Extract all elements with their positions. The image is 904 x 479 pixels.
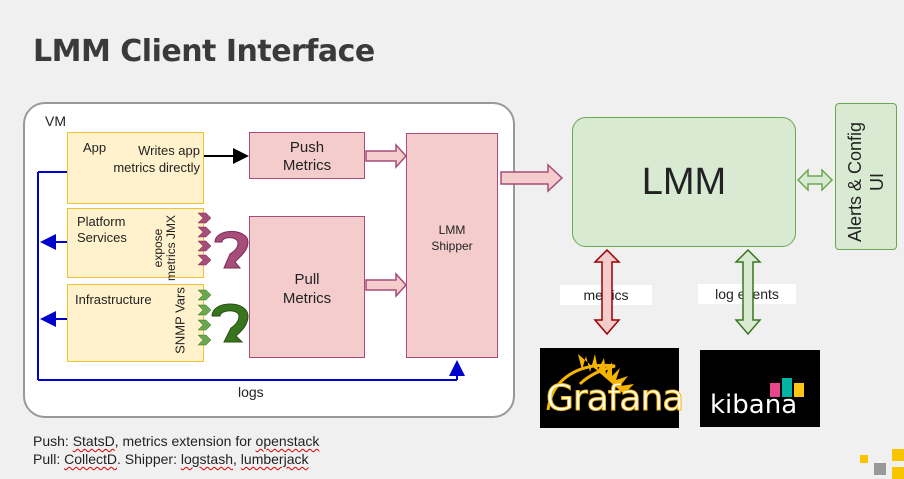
app-description: Writes app metrics directly	[113, 143, 200, 175]
alerts-config-box	[835, 103, 897, 250]
grafana-logo: Grafana	[540, 348, 685, 428]
logs-label: logs	[238, 384, 264, 400]
snmp-curved-arrow	[211, 303, 249, 343]
footer-logstash: logstash	[180, 451, 234, 467]
grafana-logo-text: Grafana	[545, 378, 684, 420]
kibana-logo-text: kibana	[710, 390, 798, 420]
lmm-alerts-arrow	[796, 168, 834, 192]
shipper-to-lmm-arrow	[500, 163, 564, 193]
pull-to-shipper-arrow	[365, 272, 408, 298]
infrastructure-box	[67, 284, 204, 362]
infrastructure-label: Infrastructure	[75, 292, 152, 307]
corner-decoration	[860, 449, 904, 479]
app-label: App	[83, 140, 107, 155]
vm-label: VM	[45, 113, 66, 129]
footer-statsd: StatsD	[72, 433, 115, 449]
push-metrics-box	[249, 132, 365, 179]
lmm-shipper-box	[406, 133, 498, 358]
footer-pull-middle: . Shipper:	[117, 451, 181, 467]
jmx-curved-arrow	[214, 231, 249, 269]
lmm-shipper-label: LMM Shipper	[431, 223, 473, 253]
footer-notes: Push: StatsD, metrics extension for open…	[33, 432, 319, 468]
footer-pull-line: Pull: CollectD. Shipper: logstash, lumbe…	[33, 450, 319, 468]
footer-push-middle: , metrics extension for	[114, 433, 256, 449]
footer-push-line: Push: StatsD, metrics extension for open…	[33, 432, 319, 450]
footer-openstack: openstack	[255, 433, 320, 449]
footer-pull-prefix: Pull:	[33, 451, 65, 467]
app-box	[67, 132, 204, 204]
footer-push-prefix: Push:	[33, 433, 73, 449]
lmm-label: LMM	[641, 161, 727, 203]
lmm-box	[572, 117, 796, 247]
footer-pull-sep: ,	[233, 451, 241, 467]
slide-title: LMM Client Interface	[33, 34, 375, 69]
footer-collectd: CollectD	[64, 451, 118, 467]
pull-metrics-label: Pull Metrics	[282, 271, 332, 307]
platform-services-label: Platform Services	[77, 214, 127, 245]
logs-arrows	[37, 171, 465, 381]
kibana-logo: kibana	[700, 350, 820, 427]
push-metrics-label: Push Metrics	[282, 139, 332, 174]
metrics-arrow	[593, 248, 621, 336]
push-to-shipper-arrow	[365, 143, 408, 169]
log-events-arrow	[734, 248, 762, 336]
pull-metrics-box	[249, 216, 365, 358]
footer-lumberjack: lumberjack	[240, 451, 309, 467]
